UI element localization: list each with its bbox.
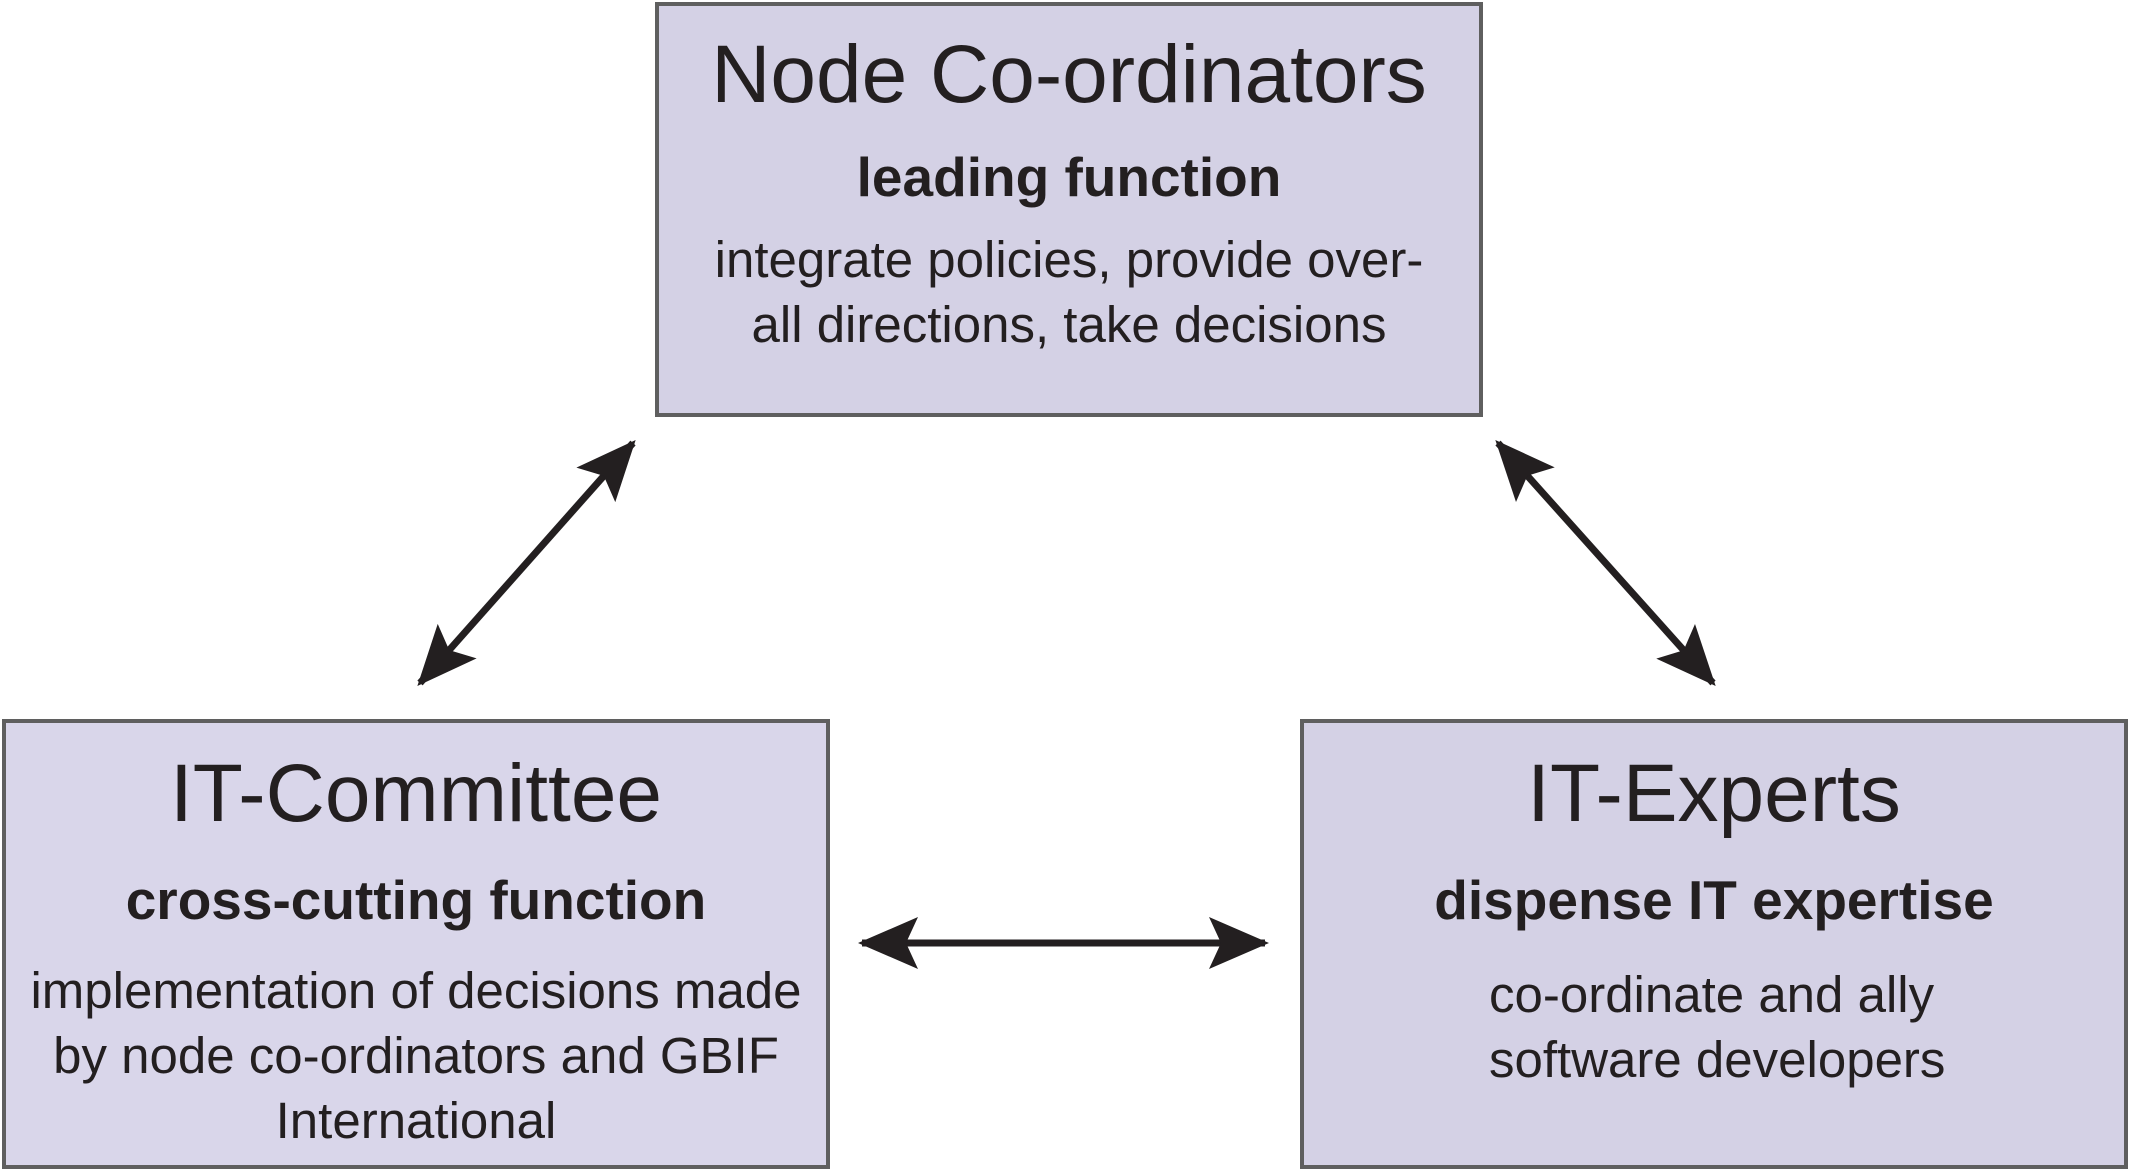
node-coordinators-box: Node Co-ordinators leading function inte… <box>655 2 1483 417</box>
it-committee-subtitle: cross-cutting function <box>125 869 707 931</box>
arrow-top-right <box>1495 440 1716 686</box>
it-experts-box: IT-Experts dispense IT expertise co-ordi… <box>1300 719 2128 1169</box>
it-committee-description: implementation of decisions made by node… <box>30 962 802 1149</box>
node-coordinators-title: Node Co-ordinators <box>711 29 1427 120</box>
arrow-top-left <box>417 440 636 686</box>
it-committee-box: IT-Committee cross-cutting function impl… <box>2 719 830 1169</box>
node-coordinators-subtitle: leading function <box>856 146 1282 208</box>
it-experts-subtitle: dispense IT expertise <box>1434 869 1994 931</box>
node-coordinators-description: integrate policies, provide over-all dir… <box>714 231 1424 353</box>
it-experts-description: co-ordinate and ally software developers <box>1489 966 1946 1088</box>
it-experts-title: IT-Experts <box>1527 748 1901 839</box>
it-committee-title: IT-Committee <box>169 748 663 839</box>
